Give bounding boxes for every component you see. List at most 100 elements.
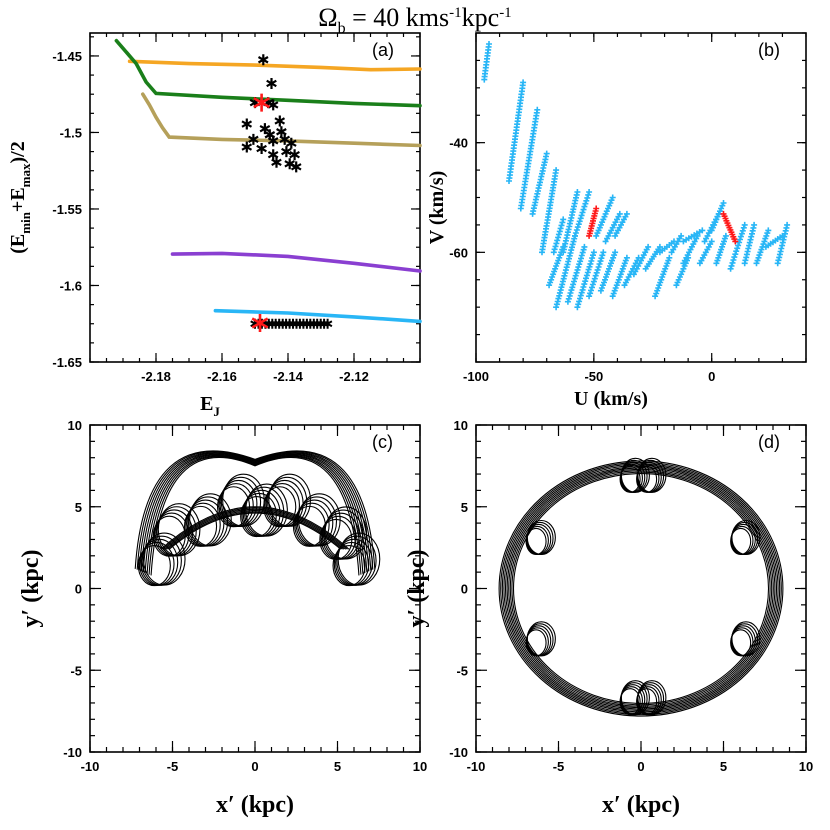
data-star — [266, 78, 277, 89]
velocity-strand — [550, 216, 567, 256]
y-tick-label: -1.6 — [60, 278, 82, 293]
orbit-arc — [165, 510, 345, 550]
highlight-strand — [586, 205, 600, 239]
y-tick-label: -5 — [70, 663, 82, 678]
orbit-loop — [189, 493, 232, 547]
y-tick-label: 0 — [75, 582, 82, 597]
orbit-loop — [731, 519, 761, 556]
data-star — [267, 135, 279, 147]
y-tick-label: 5 — [75, 500, 82, 515]
velocity-strand — [609, 254, 630, 300]
orbit-arc — [144, 454, 366, 574]
orbit-loop — [620, 459, 648, 493]
orbit-loop — [731, 621, 761, 657]
y-tick-label: -1.65 — [52, 355, 82, 370]
orbit-loop — [731, 623, 759, 657]
x-tick-label: -2.18 — [141, 369, 171, 384]
orbit-arc — [150, 456, 360, 576]
orbit-arc — [163, 508, 347, 550]
orbit-loop — [140, 538, 179, 586]
orbit-arc — [146, 455, 364, 574]
data-star — [257, 54, 269, 66]
velocity-strand — [597, 249, 619, 294]
velocity-strand — [713, 232, 729, 267]
velocity-strand — [668, 232, 685, 256]
orbit-loop — [220, 476, 262, 527]
data-star — [259, 123, 271, 135]
velocity-strand — [656, 238, 677, 256]
panel-label: (a) — [372, 40, 394, 60]
panel-label: (d) — [758, 432, 780, 452]
x-tick-label: -10 — [81, 759, 100, 774]
orbit-ring — [498, 460, 784, 717]
data-star — [289, 149, 300, 161]
y-tick-label: -40 — [449, 136, 468, 151]
x-tick-label: 0 — [251, 759, 258, 774]
orbit-loop — [218, 483, 254, 528]
x-tick-label: -5 — [553, 759, 565, 774]
x-axis-label: EJ — [200, 393, 220, 419]
data-star — [241, 141, 253, 153]
panel-a: -2.18-2.16-2.14-2.12-1.45-1.5-1.55-1.6-1… — [7, 32, 422, 419]
velocity-strand — [741, 221, 758, 267]
velocity-strand — [602, 210, 623, 245]
orbit-trajectory — [134, 450, 381, 587]
velocity-strand — [630, 243, 652, 278]
highlight-star — [251, 314, 269, 332]
plot-frame — [89, 424, 421, 753]
panel-label: (b) — [758, 40, 780, 60]
data-star — [241, 118, 253, 130]
velocity-strand — [517, 106, 541, 212]
highlight-star — [253, 93, 271, 112]
y-tick-label: -10 — [449, 745, 468, 760]
y-tick-label: -5 — [456, 663, 468, 678]
panel-label: (c) — [372, 432, 393, 452]
orbit-loop — [637, 457, 667, 493]
data-star — [256, 143, 267, 154]
orbit-trajectory — [498, 457, 784, 717]
highlight-strand — [720, 210, 739, 245]
orbit-loop — [264, 483, 300, 528]
velocity-strand — [564, 243, 588, 305]
orbit-loop — [296, 496, 338, 547]
orbit-ring — [512, 473, 770, 704]
series-line-purple — [170, 251, 422, 273]
orbit-loop — [620, 682, 648, 716]
x-tick-label: -2.14 — [273, 369, 303, 384]
orbit-loop — [219, 480, 258, 527]
orbit-loop — [185, 502, 221, 547]
series-line-tan — [141, 92, 422, 148]
data-star — [322, 318, 333, 329]
series-line-green — [114, 38, 422, 108]
y-tick-label: -1.45 — [52, 49, 82, 64]
orbit-arc — [168, 512, 342, 550]
y-tick-label: -1.55 — [52, 202, 82, 217]
x-tick-label: 10 — [799, 759, 813, 774]
series-line-cyan — [213, 308, 422, 324]
orbit-loop — [336, 535, 377, 586]
x-axis-label: x′ (kpc) — [216, 792, 294, 818]
velocity-strand — [553, 232, 578, 311]
x-tick-label: 10 — [413, 759, 427, 774]
x-axis-label: x′ (kpc) — [602, 792, 680, 818]
velocity-strand — [529, 150, 550, 217]
velocity-strand — [612, 210, 630, 239]
orbit-loop — [637, 680, 667, 716]
y-tick-label: 10 — [454, 418, 468, 433]
orbit-loop — [294, 502, 330, 547]
series-line-orange — [127, 59, 422, 72]
orbit-loop — [156, 506, 197, 557]
y-tick-label: -1.5 — [60, 125, 82, 140]
velocity-strand — [673, 254, 692, 289]
orbit-loop — [337, 532, 381, 586]
velocity-strand — [680, 227, 706, 245]
data-star — [281, 146, 292, 158]
velocity-strand — [708, 200, 727, 234]
orbit-loop — [620, 680, 650, 716]
velocity-strand — [652, 254, 673, 300]
orbit-loop — [320, 515, 357, 560]
velocity-strand — [574, 249, 597, 311]
orbit-loop — [157, 503, 201, 557]
